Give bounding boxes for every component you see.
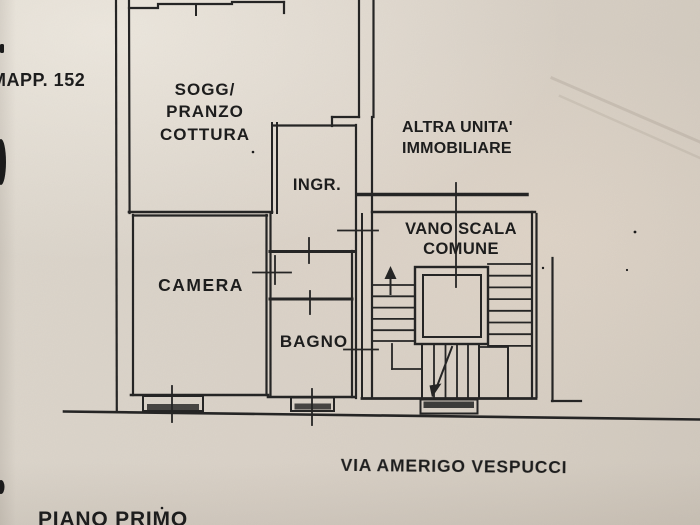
area-label-vano-scala-line2: COMUNE — [423, 240, 499, 258]
area-label-altra-unita-line1: ALTRA UNITA' — [402, 119, 513, 136]
street-label: VIA AMERIGO VESPUCCI — [340, 454, 568, 478]
area-label-vano-scala-line1: VANO SCALA — [405, 220, 517, 238]
room-label-soggiorno-line2: PRANZO — [166, 102, 244, 121]
area-label-altra-unita-line2: IMMOBILIARE — [402, 140, 512, 157]
room-label-camera: CAMERA — [158, 275, 244, 295]
room-label-bagno: BAGNO — [279, 332, 349, 351]
room-label-soggiorno-line3: COTTURA — [159, 125, 251, 144]
room-label-ingresso: INGR. — [292, 176, 342, 194]
room-label-soggiorno-line1: SOGG/ — [174, 80, 236, 99]
floor-label: PIANO PRIMO — [38, 508, 188, 525]
map-reference-label: MAPP. 152 — [0, 70, 86, 90]
